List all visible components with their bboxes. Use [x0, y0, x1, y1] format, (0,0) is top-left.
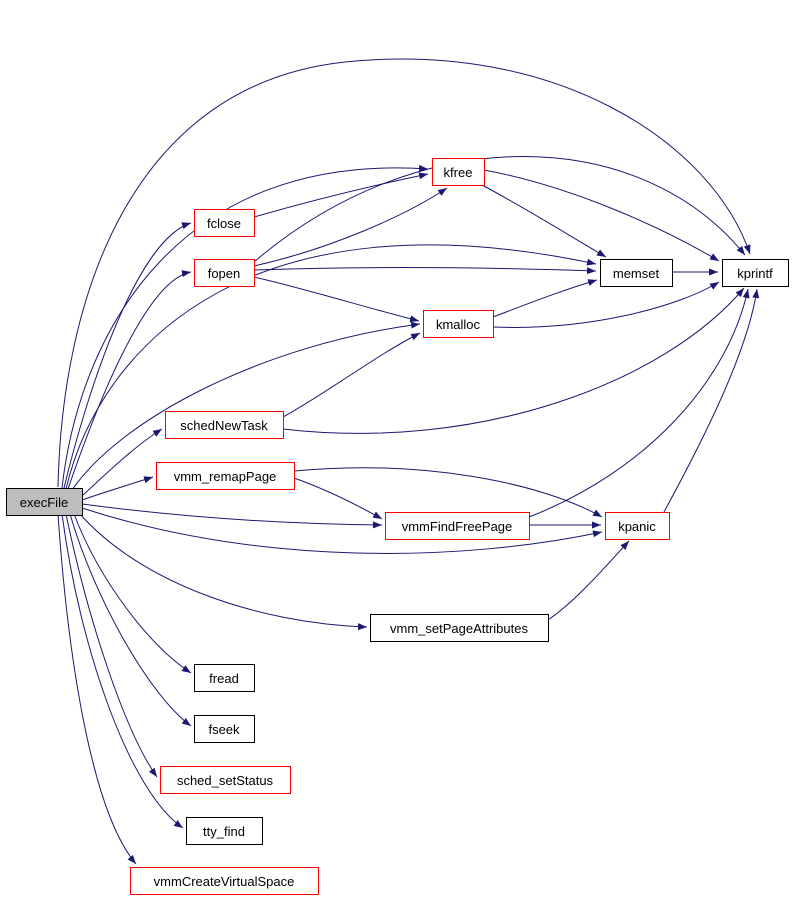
node-label-fseek: fseek	[208, 722, 240, 737]
node-label-fopen: fopen	[208, 266, 241, 281]
node-box-tty_find[interactable]	[186, 817, 263, 845]
node-vmmFindFreePage[interactable]: vmmFindFreePage	[385, 512, 530, 540]
edge-execFile-vmmCreateVirtualSpace	[57, 513, 137, 865]
edge-fclose-kfree	[253, 172, 429, 218]
node-label-vmmFindFreePage: vmmFindFreePage	[402, 519, 513, 534]
edge-execFile-vmm_setPageAttributes	[79, 513, 368, 631]
edge-execFile-tty_find	[61, 513, 184, 829]
edge-execFile-memset	[65, 244, 597, 490]
node-box-fread[interactable]	[194, 664, 255, 692]
edge-vmm_remapPage-vmmFindFreePage	[293, 477, 383, 520]
node-label-kmalloc: kmalloc	[436, 317, 481, 332]
node-fread[interactable]: fread	[194, 664, 255, 692]
edge-execFile-vmmFindFreePage	[81, 503, 383, 529]
node-sched_setStatus[interactable]: sched_setStatus	[160, 766, 291, 794]
node-box-execFile	[6, 488, 83, 516]
node-box-fclose[interactable]	[194, 209, 255, 237]
edge-kfree-memset	[481, 184, 607, 258]
node-fseek[interactable]: fseek	[194, 715, 255, 743]
node-box-kfree[interactable]	[432, 158, 485, 186]
edge-vmmFindFreePage-kprintf	[528, 288, 750, 518]
edge-execFile-kfree	[61, 164, 429, 489]
edge-fopen-kprintf	[253, 156, 746, 263]
edge-execFile-fopen	[67, 270, 192, 490]
node-kmalloc[interactable]: kmalloc	[423, 310, 494, 338]
edge-execFile-fread	[73, 513, 192, 674]
node-vmm_setPageAttributes[interactable]: vmm_setPageAttributes	[370, 614, 549, 642]
node-box-kprintf[interactable]	[722, 259, 789, 287]
edge-execFile-fseek	[69, 513, 192, 727]
node-box-kpanic[interactable]	[605, 512, 670, 540]
node-label-fread: fread	[209, 671, 239, 686]
node-label-execFile: execFile	[20, 495, 68, 510]
edge-vmm_setPageAttributes-kpanic	[547, 540, 630, 621]
node-box-vmm_setPageAttributes[interactable]	[370, 614, 549, 642]
node-box-fopen[interactable]	[194, 259, 255, 287]
node-memset[interactable]: memset	[600, 259, 673, 287]
edge-execFile-schedNewTask	[81, 428, 163, 497]
edge-kmalloc-memset	[492, 279, 598, 318]
node-label-memset: memset	[613, 266, 660, 281]
node-box-vmm_remapPage[interactable]	[156, 462, 295, 490]
node-box-fseek[interactable]	[194, 715, 255, 743]
edge-execFile-sched_setStatus	[65, 513, 158, 778]
node-schedNewTask[interactable]: schedNewTask	[165, 411, 284, 439]
node-box-sched_setStatus[interactable]	[160, 766, 291, 794]
edge-fopen-memset	[253, 266, 597, 275]
node-box-vmmCreateVirtualSpace[interactable]	[130, 867, 319, 895]
node-box-schedNewTask[interactable]	[165, 411, 284, 439]
node-label-vmmCreateVirtualSpace: vmmCreateVirtualSpace	[154, 874, 295, 889]
edge-execFile-vmm_remapPage	[81, 476, 154, 501]
node-vmm_remapPage[interactable]: vmm_remapPage	[156, 462, 295, 490]
node-label-vmm_remapPage: vmm_remapPage	[174, 469, 277, 484]
edge-kpanic-kprintf	[663, 288, 760, 513]
node-label-fclose: fclose	[207, 216, 241, 231]
edge-execFile-kmalloc	[71, 321, 421, 491]
edge-execFile-kprintf	[57, 58, 751, 488]
node-fclose[interactable]: fclose	[194, 209, 255, 237]
node-box-kmalloc[interactable]	[423, 310, 494, 338]
node-kpanic[interactable]: kpanic	[605, 512, 670, 540]
node-label-kfree: kfree	[444, 165, 473, 180]
edge-kfree-kprintf	[483, 169, 720, 262]
node-vmmCreateVirtualSpace[interactable]: vmmCreateVirtualSpace	[130, 867, 319, 895]
node-kprintf[interactable]: kprintf	[722, 259, 789, 287]
edge-schedNewTask-kprintf	[282, 287, 745, 434]
edge-kmalloc-kprintf	[492, 281, 720, 328]
node-label-kpanic: kpanic	[618, 519, 656, 534]
edge-execFile-fclose	[63, 222, 192, 489]
node-label-schedNewTask: schedNewTask	[180, 418, 268, 433]
node-box-vmmFindFreePage[interactable]	[385, 512, 530, 540]
node-label-sched_setStatus: sched_setStatus	[177, 773, 274, 788]
node-label-tty_find: tty_find	[203, 824, 245, 839]
node-label-vmm_setPageAttributes: vmm_setPageAttributes	[390, 621, 529, 636]
node-box-memset[interactable]	[600, 259, 673, 287]
node-tty_find[interactable]: tty_find	[186, 817, 263, 845]
edge-schedNewTask-kmalloc	[282, 332, 421, 418]
edge-fopen-kfree	[253, 187, 448, 267]
node-fopen[interactable]: fopen	[194, 259, 255, 287]
node-label-kprintf: kprintf	[737, 266, 773, 281]
edge-vmm_remapPage-kpanic	[293, 467, 603, 518]
edge-fopen-kmalloc	[253, 276, 420, 323]
node-kfree[interactable]: kfree	[432, 158, 485, 186]
node-execFile: execFile	[6, 488, 83, 516]
edge-execFile-kpanic	[81, 507, 603, 554]
